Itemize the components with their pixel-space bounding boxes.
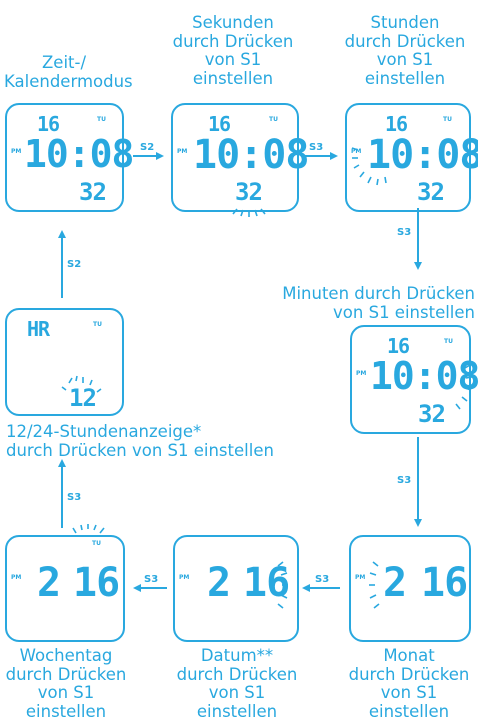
date-digits: 16 [385, 112, 408, 136]
watch-display-hour-mode: HR TU 12 [5, 308, 124, 416]
seconds-digits: 32 [235, 178, 263, 206]
month-digit: 2 [383, 560, 407, 606]
pm-indicator: PM [179, 574, 190, 581]
seconds-digits: 32 [79, 178, 107, 206]
day-digits: 16 [73, 560, 120, 606]
pm-indicator: PM [351, 148, 362, 155]
caption-month: Monat durch Drücken von S1 einstellen [348, 646, 470, 721]
pm-indicator: PM [11, 148, 22, 155]
time-digits: 10:08 [370, 354, 478, 398]
pm-indicator: PM [356, 370, 367, 377]
pm-indicator: PM [355, 574, 366, 581]
seconds-digits: 32 [417, 178, 445, 206]
caption-minutes: Minuten durch Drücken von S1 einstellen [282, 284, 475, 322]
button-label-s3: S3 [67, 492, 82, 503]
date-digits: 16 [387, 334, 410, 358]
day-indicator: TU [92, 540, 101, 547]
date-digits: 16 [208, 112, 231, 136]
day-digits: 16 [243, 560, 290, 606]
watch-display-time-mode: 16 TU PM 10:08 32 [5, 103, 134, 212]
time-digits: 10:08 [367, 132, 478, 178]
pm-indicator: PM [11, 574, 22, 581]
watch-display-minutes: 16 TU PM 10:08 32 [350, 325, 478, 434]
hour-mode-digits: 12 [69, 384, 97, 412]
month-digit: 2 [37, 560, 61, 606]
button-label-s2: S2 [140, 142, 155, 153]
button-label-s2: S2 [67, 259, 82, 270]
day-indicator: TU [444, 338, 453, 345]
caption-date: Datum** durch Drücken von S1 einstellen [176, 646, 298, 721]
button-label-s3: S3 [315, 574, 330, 585]
time-digits: 10:08 [24, 132, 134, 176]
time-digits: 10:08 [193, 132, 309, 178]
caption-12-24-hour: 12/24-Stundenanzeige* durch Drücken von … [6, 422, 274, 460]
day-indicator: TU [269, 116, 278, 123]
button-label-s3: S3 [309, 142, 324, 153]
watch-display-hours: 16 TU PM 10:08 32 [345, 103, 478, 212]
caption-hours: Stunden durch Drücken von S1 einstellen [344, 13, 466, 88]
day-indicator: TU [97, 116, 106, 123]
caption-weekday: Wochentag durch Drücken von S1 einstelle… [5, 646, 127, 721]
month-digit: 2 [207, 560, 231, 606]
day-digits: 16 [421, 560, 468, 606]
day-indicator: TU [443, 116, 452, 123]
button-label-s3: S3 [397, 475, 412, 486]
button-label-s3: S3 [397, 227, 412, 238]
pm-indicator: PM [177, 148, 188, 155]
watch-display-seconds: 16 TU PM 10:08 32 [171, 103, 309, 212]
watch-display-month: PM 2 16 [349, 535, 471, 642]
seconds-digits: 32 [418, 400, 446, 428]
watch-display-date: PM 2 16 [173, 535, 299, 642]
caption-seconds: Sekunden durch Drücken von S1 einstellen [172, 13, 294, 88]
day-indicator: TU [93, 321, 102, 328]
date-digits: 16 [37, 112, 60, 136]
hr-label: HR [27, 317, 50, 341]
caption-time-calendar-mode: Zeit-/ Kalendermodus [4, 53, 133, 91]
watch-display-weekday: TU PM 2 16 [5, 535, 125, 642]
button-label-s3: S3 [144, 574, 159, 585]
